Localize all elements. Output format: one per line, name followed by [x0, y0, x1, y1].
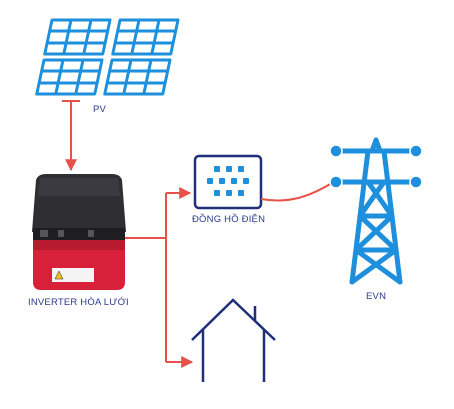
- tower-insulators: [329, 144, 423, 189]
- solar-panels-icon: [35, 18, 180, 96]
- electric-meter-icon: [193, 154, 263, 210]
- inverter-output-lines: [125, 187, 194, 368]
- house-icon: [191, 298, 276, 382]
- pv-to-inverter-arrow: [62, 100, 80, 172]
- pv-label: PV: [93, 104, 107, 115]
- meter-to-grid-line: [260, 182, 333, 202]
- power-tower-icon: [329, 137, 423, 285]
- meter-label: ĐỒNG HỒ ĐIỆN: [192, 214, 266, 225]
- grid-label: EVN: [366, 291, 387, 302]
- inverter-icon: [32, 174, 126, 290]
- inverter-label: INVERTER HÒA LƯỚI: [28, 297, 129, 308]
